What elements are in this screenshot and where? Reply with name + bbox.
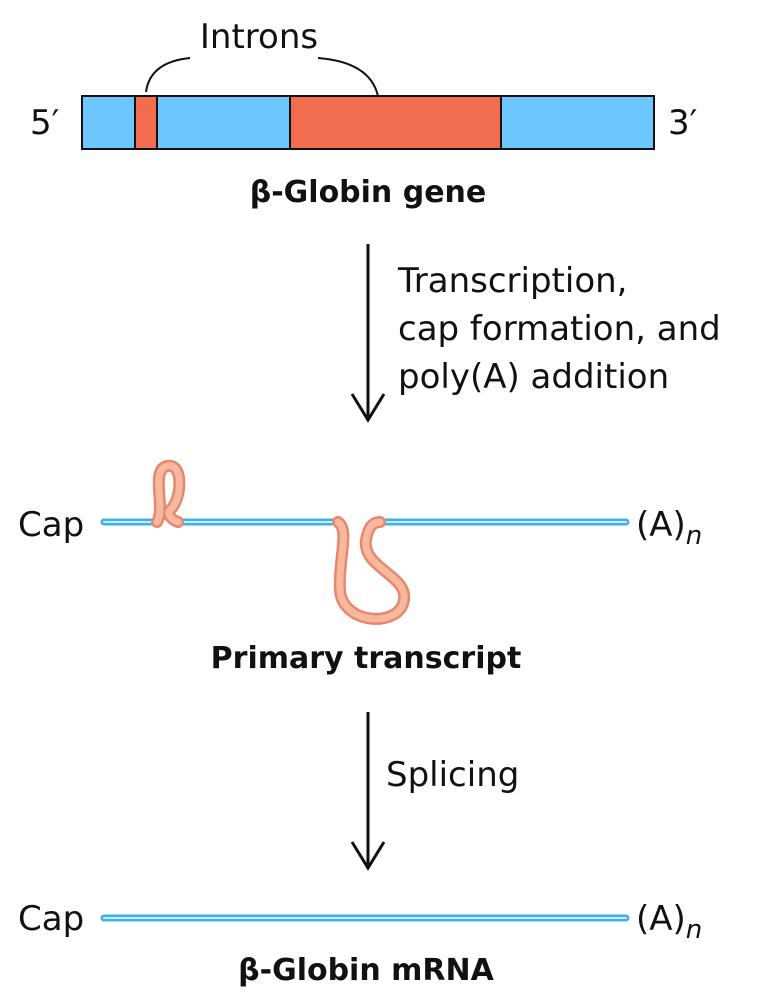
intron-2 <box>289 95 502 150</box>
primary-transcript-label: Primary transcript <box>211 641 522 676</box>
splicing-label: Splicing <box>386 755 519 795</box>
exon-2 <box>156 95 291 150</box>
primary-cap-label: Cap <box>18 505 84 545</box>
intron-1 <box>134 95 158 150</box>
three-prime-label: 3′ <box>668 103 697 143</box>
mrna-label: β-Globin mRNA <box>238 953 494 988</box>
mrna-polya-subscript: n <box>686 915 702 945</box>
mrna-polya-label: (A)n <box>636 899 702 945</box>
splicing-arrow <box>350 712 386 871</box>
gene-bar <box>81 95 655 150</box>
step1-line2: cap formation, and <box>398 309 721 349</box>
step1-line3: poly(A) addition <box>398 357 669 397</box>
step1-line1: Transcription, <box>397 261 627 301</box>
mrna-cap-label: Cap <box>18 899 84 939</box>
five-prime-label: 5′ <box>30 103 59 143</box>
primary-polya-label: (A)n <box>636 505 702 551</box>
exon-1 <box>81 95 136 150</box>
transcription-arrow <box>350 244 386 423</box>
gene-label: β-Globin gene <box>250 175 487 210</box>
exon-3 <box>500 95 655 150</box>
introns-bracket <box>145 57 379 97</box>
introns-label: Introns <box>200 17 318 57</box>
primary-polya-subscript: n <box>686 521 702 551</box>
